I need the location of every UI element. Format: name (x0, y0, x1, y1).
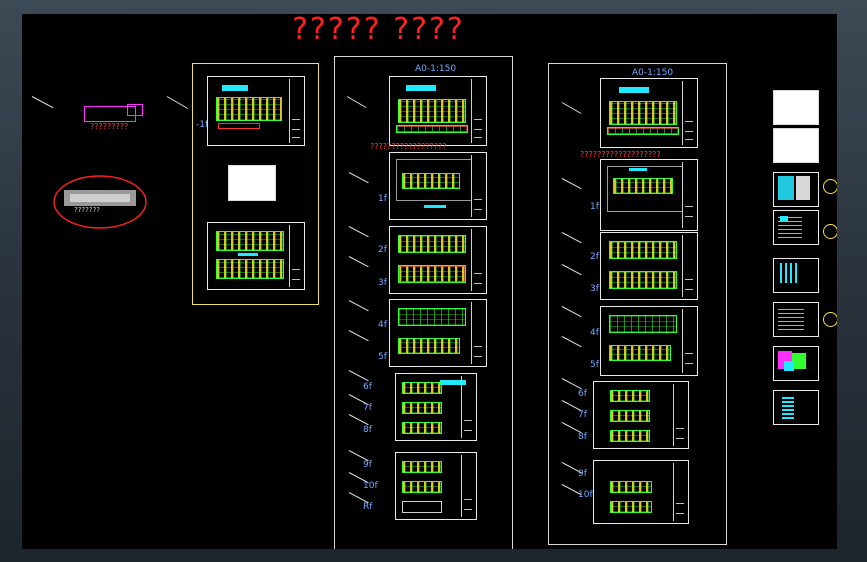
sheet-set-column-2[interactable] (548, 63, 727, 545)
floor-label-4f: 4f (378, 320, 387, 330)
sheet-floor-1-b[interactable] (600, 159, 698, 231)
sheet-basement-plan[interactable] (207, 76, 305, 146)
floor-label-4f-b: 4f (590, 328, 599, 338)
sheet-floor-4-5-b[interactable] (600, 306, 698, 376)
sheet-thumbnail-cover[interactable] (773, 90, 819, 125)
sheet-thumbnail-detail-3[interactable] (773, 258, 819, 293)
floor-label-6f-b: 6f (578, 389, 587, 399)
floor-label-10f: 10f (363, 481, 378, 491)
markup-circle[interactable] (823, 312, 837, 327)
legend-text-2: ??????? (74, 206, 101, 214)
leader-line (166, 96, 189, 109)
sheet-thumbnail-detail-5[interactable] (773, 346, 819, 381)
floor-label-7f-b: 7f (578, 410, 587, 420)
sheet-thumbnail-detail-4[interactable] (773, 302, 819, 337)
basement-sheet-group[interactable] (192, 63, 319, 305)
sheet-floor-9-10-b[interactable] (593, 460, 689, 524)
scale-label-2: A0-1:150 (632, 68, 674, 78)
floor-label-6f: 6f (363, 382, 372, 392)
sheet-notes-white[interactable] (228, 165, 276, 201)
red-note-1: ?????????????????? (370, 142, 447, 151)
floor-label-10f-b: 10f (578, 490, 593, 500)
sheet-set-column-1[interactable] (334, 56, 513, 549)
sheet-site-plan-1[interactable] (389, 76, 487, 146)
floor-label-8f-b: 8f (578, 432, 587, 442)
floor-label-9f: 9f (363, 460, 372, 470)
sheet-floor-9-roof[interactable] (395, 452, 477, 520)
site-outline-magenta[interactable] (84, 106, 136, 122)
sheet-thumbnail-detail-6[interactable] (773, 390, 819, 425)
sheet-basement-detail[interactable] (207, 222, 305, 290)
sheet-floor-2-3[interactable] (389, 226, 487, 294)
floor-label-1f-b: 1f (590, 202, 599, 212)
sheet-floor-6-8[interactable] (395, 373, 477, 441)
red-revision-cloud[interactable] (50, 172, 150, 232)
scale-label-1: A0-1:150 (415, 64, 457, 74)
floor-label-9f-b: 9f (578, 469, 587, 479)
legend-text-1: ????????? (90, 122, 129, 131)
floor-label-3f-b: 3f (590, 284, 599, 294)
floor-label-1f: 1f (378, 194, 387, 204)
markup-circle[interactable] (823, 179, 837, 194)
floor-label-2f-b: 2f (590, 252, 599, 262)
floor-label-8f: 8f (363, 425, 372, 435)
red-note-2: ??????????????????? (580, 150, 661, 159)
leader-line (31, 96, 54, 109)
floor-label-rf: Rf (363, 502, 373, 512)
sheet-floor-1[interactable] (389, 152, 487, 220)
floor-label-3f: 3f (378, 278, 387, 288)
sheet-thumbnail-detail-2[interactable] (773, 210, 819, 245)
drawing-title: ????? ???? (292, 14, 465, 47)
sheet-thumbnail-notes[interactable] (773, 128, 819, 163)
sheet-thumbnail-detail-1[interactable] (773, 172, 819, 207)
floor-label-b1: -1f (196, 120, 209, 130)
markup-circle[interactable] (823, 224, 837, 239)
sheet-floor-6-8-b[interactable] (593, 381, 689, 449)
sheet-floor-2-3-b[interactable] (600, 232, 698, 300)
floor-label-5f: 5f (378, 352, 387, 362)
floor-label-5f-b: 5f (590, 360, 599, 370)
sheet-floor-4-5[interactable] (389, 299, 487, 367)
cad-drawing-canvas[interactable]: ????? ???? ????????? ??????? -1f A0-1:15… (22, 14, 837, 549)
sheet-site-plan-2[interactable] (600, 78, 698, 148)
floor-label-2f: 2f (378, 245, 387, 255)
floor-label-7f: 7f (363, 403, 372, 413)
site-outline-magenta-wing (127, 104, 143, 116)
